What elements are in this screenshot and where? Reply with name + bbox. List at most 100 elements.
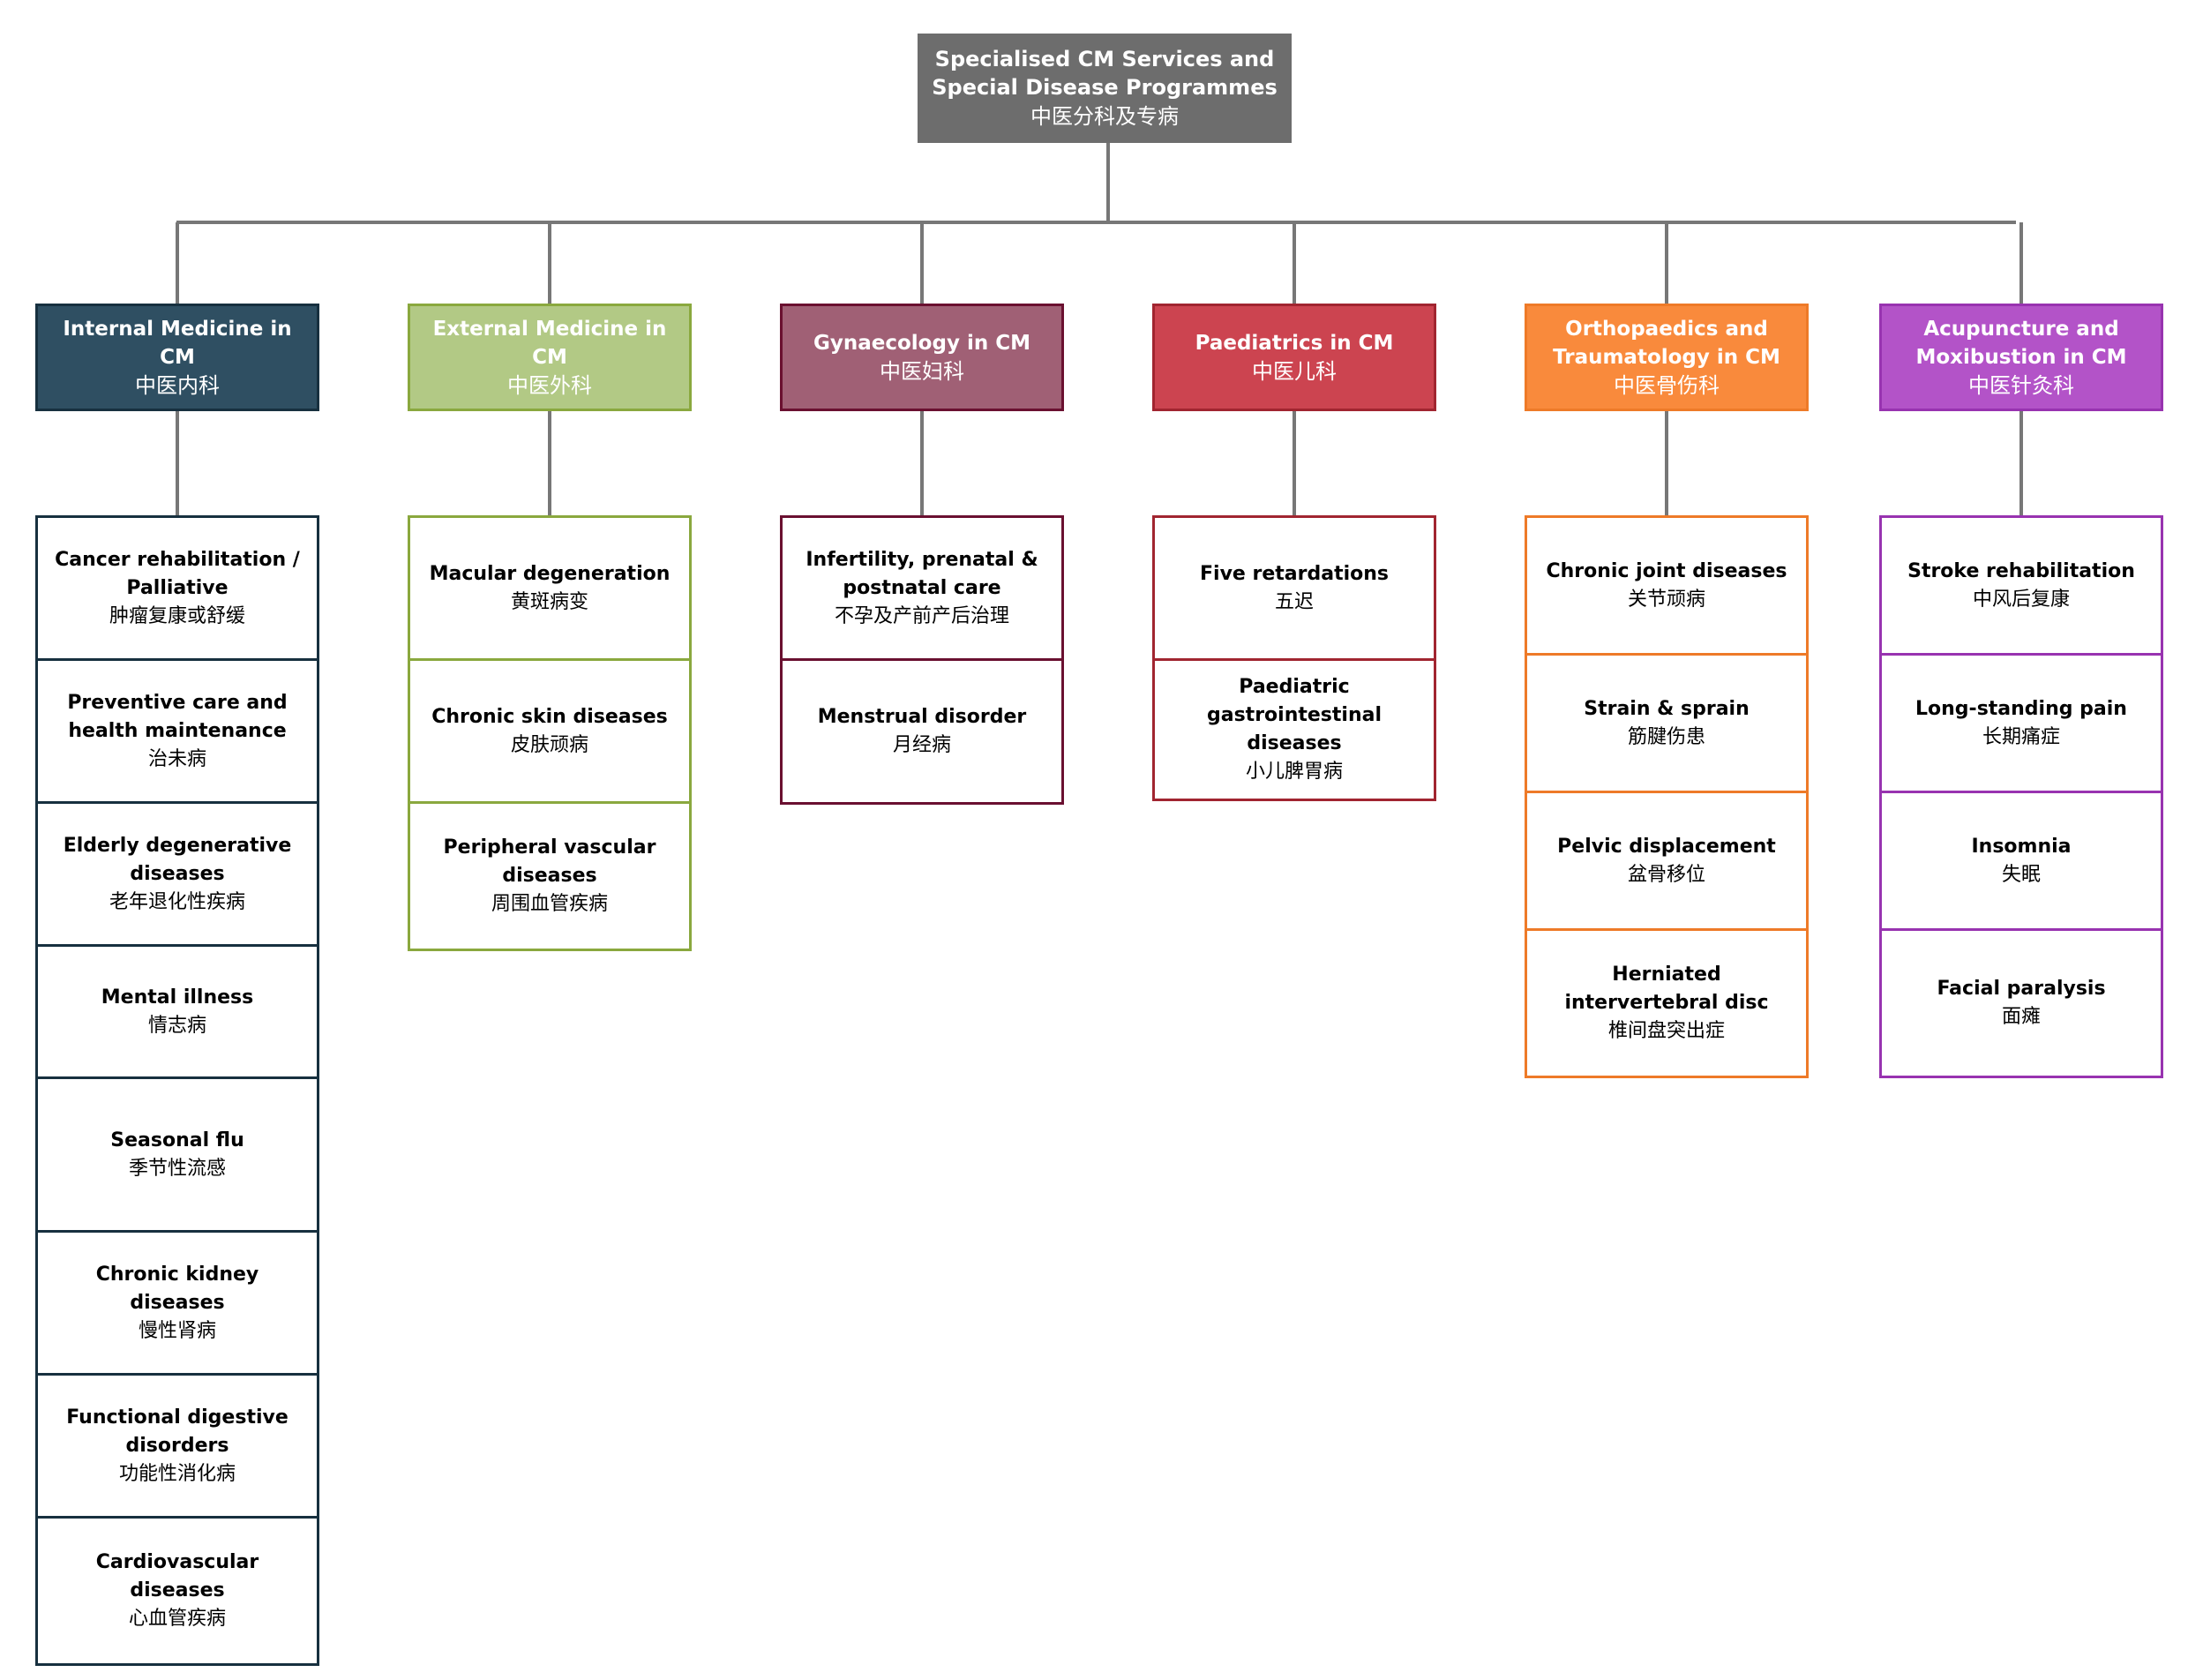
dept-title-zh: 中医儿科 — [1252, 359, 1337, 384]
list-item: Peripheral vascular diseases 周围血管疾病 — [410, 804, 689, 949]
list-item: Seasonal flu 季节性流感 — [38, 1079, 317, 1233]
list-item: Elderly degenerative diseases 老年退化性疾病 — [38, 804, 317, 947]
item-title-zh: 情志病 — [147, 1014, 206, 1037]
item-title-line: Mental illness — [101, 986, 254, 1009]
item-title-line: Peripheral vascular — [443, 836, 656, 859]
item-title-line: Chronic kidney — [95, 1263, 259, 1286]
item-title-zh: 黄斑病变 — [510, 590, 588, 613]
list-item: Five retardations 五迟 — [1155, 518, 1434, 661]
item-title-zh: 失眠 — [2001, 863, 2041, 886]
dept-title-line: Gynaecology in CM — [813, 332, 1030, 355]
item-title-zh: 五迟 — [1274, 590, 1314, 613]
dept-list-orthopaedics-and-traumatology: Chronic joint diseases 关节顽病 Strain & sprai… — [1525, 515, 1809, 1078]
item-title-zh: 皮肤顽病 — [510, 733, 588, 756]
list-item: Cardiovascular diseases 心血管疾病 — [38, 1519, 317, 1663]
item-title-line: Elderly degenerative — [63, 834, 292, 857]
dept-title-line: External Medicine in CM — [432, 318, 667, 369]
dept-header-gynaecology: Gynaecology in CM 中医妇科 — [780, 304, 1064, 411]
item-title-line: diseases — [130, 1579, 225, 1601]
list-item: Functional digestive disorders 功能性消化病 — [38, 1376, 317, 1519]
dept-title-line: Orthopaedics and — [1565, 318, 1768, 341]
dept-list-paediatrics: Five retardations 五迟 Paediatric gastrointes… — [1152, 515, 1436, 801]
item-title-line: Paediatric — [1239, 676, 1350, 698]
list-item: Paediatric gastrointestinal diseases 小儿脾胃病 — [1155, 661, 1434, 799]
item-title-line: diseases — [502, 865, 597, 887]
item-title-zh: 长期痛症 — [1982, 725, 2060, 748]
root-title-zh: 中医分科及专病 — [1030, 104, 1179, 129]
item-title-line: health maintenance — [68, 719, 287, 742]
item-title-line: postnatal care — [843, 576, 1001, 599]
list-item: Pelvic displacement 盆骨移位 — [1527, 793, 1806, 931]
item-title-line: Seasonal flu — [110, 1129, 244, 1151]
item-title-line: disorders — [125, 1434, 229, 1457]
item-title-zh: 月经病 — [892, 734, 951, 756]
item-title-line: Chronic joint diseases — [1546, 559, 1787, 582]
item-title-line: Strain & sprain — [1584, 697, 1750, 720]
root-node: Specialised CM Services and Special Dise… — [918, 34, 1292, 143]
item-title-line: diseases — [130, 1291, 225, 1314]
item-title-line: Functional digestive — [66, 1406, 288, 1429]
item-title-zh: 周围血管疾病 — [491, 893, 608, 915]
list-item: Strain & sprain 筋腱伤患 — [1527, 656, 1806, 793]
list-item: Stroke rehabilitation 中风后复康 — [1882, 518, 2161, 656]
item-title-line: Herniated — [1612, 964, 1721, 986]
root-title-line-1: Specialised CM Services and — [934, 47, 1275, 71]
item-title-zh: 关节顽病 — [1627, 588, 1705, 611]
dept-list-internal-medicine: Cancer rehabilitation / Palliative 肿瘤复康或舒缓… — [35, 515, 319, 1666]
dept-title-line: Paediatrics in CM — [1195, 332, 1394, 355]
dept-header-paediatrics: Paediatrics in CM 中医儿科 — [1152, 304, 1436, 411]
list-item: Cancer rehabilitation / Palliative 肿瘤复康或舒缓 — [38, 518, 317, 661]
list-item: Menstrual disorder 月经病 — [783, 661, 1061, 802]
item-title-zh: 中风后复康 — [1972, 588, 2070, 611]
item-title-zh: 小儿脾胃病 — [1245, 761, 1343, 783]
dept-title-zh: 中医外科 — [507, 373, 592, 398]
item-title-zh: 季节性流感 — [128, 1157, 226, 1180]
item-title-line: Long-standing pain — [1915, 697, 2127, 720]
item-title-zh: 肿瘤复康或舒缓 — [109, 604, 245, 627]
item-title-line: Cardiovascular — [95, 1551, 259, 1573]
list-item: Chronic kidney diseases 慢性肾病 — [38, 1233, 317, 1376]
item-title-zh: 不孕及产前产后治理 — [834, 604, 1009, 627]
item-title-line: Chronic skin diseases — [431, 705, 668, 728]
item-title-line: diseases — [1247, 732, 1342, 754]
item-title-line: Preventive care and — [67, 691, 288, 714]
dept-header-external-medicine: External Medicine in CM 中医外科 — [408, 304, 692, 411]
item-title-zh: 椎间盘突出症 — [1607, 1020, 1725, 1042]
dept-title-zh: 中医针灸科 — [1968, 373, 2074, 398]
item-title-line: Menstrual disorder — [817, 706, 1027, 728]
dept-title-zh: 中医骨伤科 — [1614, 373, 1720, 398]
item-title-line: Stroke rehabilitation — [1907, 559, 2135, 582]
item-title-zh: 老年退化性疾病 — [109, 890, 245, 913]
dept-title-line: Moxibustion in CM — [1915, 346, 2127, 369]
item-title-zh: 慢性肾病 — [138, 1319, 216, 1342]
list-item: Macular degeneration 黄斑病变 — [410, 518, 689, 661]
item-title-zh: 面瘫 — [2001, 1006, 2041, 1028]
item-title-line: Five retardations — [1200, 562, 1389, 585]
item-title-zh: 心血管疾病 — [128, 1608, 226, 1630]
item-title-zh: 盆骨移位 — [1627, 863, 1705, 886]
item-title-line: Macular degeneration — [429, 562, 671, 585]
dept-title-zh: 中医妇科 — [880, 359, 964, 384]
list-item: Herniated intervertebral disc 椎间盘突出症 — [1527, 931, 1806, 1076]
dept-title-zh: 中医内科 — [135, 373, 220, 398]
item-title-line: intervertebral disc — [1564, 992, 1769, 1014]
item-title-line: gastrointestinal — [1206, 704, 1382, 726]
list-item: Mental illness 情志病 — [38, 947, 317, 1079]
item-title-line: Cancer rehabilitation / — [55, 548, 300, 571]
root-title-line-2: Special Disease Programmes — [932, 75, 1278, 100]
item-title-line: Pelvic displacement — [1557, 835, 1776, 858]
item-title-line: diseases — [130, 862, 225, 885]
dept-title-line: Acupuncture and — [1923, 318, 2119, 341]
item-title-zh: 功能性消化病 — [118, 1462, 236, 1485]
item-title-line: Palliative — [126, 576, 229, 599]
dept-title-line: Traumatology in CM — [1553, 346, 1780, 369]
item-title-zh: 筋腱伤患 — [1627, 725, 1705, 748]
item-title-zh: 治未病 — [147, 747, 206, 770]
